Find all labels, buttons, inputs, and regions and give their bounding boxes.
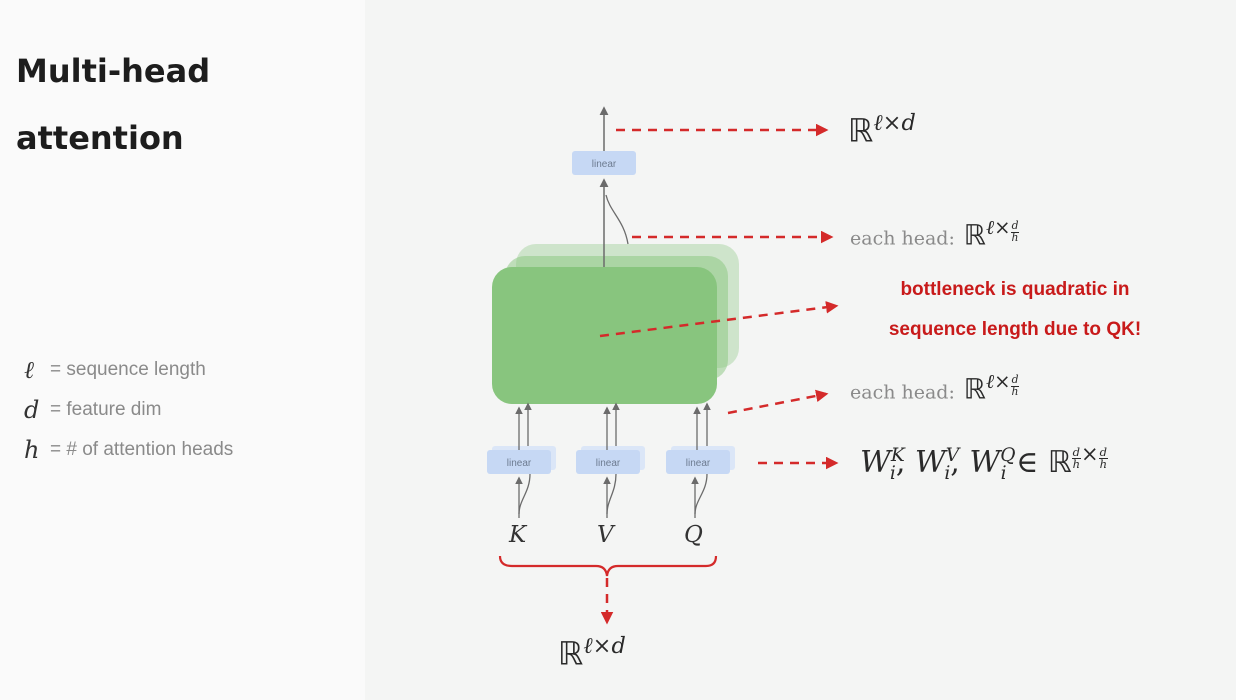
legend-symbol: d [24, 396, 40, 424]
legend-item-ell: ℓ = sequence length [24, 350, 233, 390]
legend-text: = feature dim [50, 399, 162, 420]
legend-item-h: h = # of attention heads [24, 430, 233, 470]
notation-legend: ℓ = sequence length d = feature dim h = … [24, 350, 233, 470]
bottleneck-line-1: bottleneck is quadratic in [900, 279, 1130, 300]
bottleneck-note: bottleneck is quadratic in sequence leng… [860, 270, 1170, 350]
output-dim-formula: ℝℓ×d [848, 110, 916, 150]
title-line-1: Multi-head [16, 52, 211, 90]
linear-v-label: linear [596, 458, 621, 469]
left-panel [0, 0, 365, 700]
legend-text: = # of attention heads [50, 439, 234, 460]
arrow-to-bottleneck-note [599, 301, 839, 338]
arrows-inputs-to-linear [515, 473, 708, 518]
linear-q-label: linear [686, 458, 711, 469]
input-label-v: V [597, 522, 614, 548]
linear-box-k: linear [487, 446, 556, 474]
output-linear-box [572, 151, 636, 175]
arrow-to-head-input-dim [727, 389, 829, 415]
linear-box-v: linear [576, 446, 645, 474]
red-dashed-arrows [599, 123, 839, 625]
slide-title: Multi-head attention [16, 38, 210, 172]
arrows-linear-to-block [515, 402, 711, 450]
linear-box-q: linear [666, 446, 735, 474]
input-label-k: K [509, 522, 527, 548]
input-brace [498, 555, 718, 577]
input-dim-formula: ℝℓ×d [558, 633, 626, 673]
legend-symbol: h [24, 436, 40, 464]
bottleneck-line-2: sequence length due to QK! [888, 319, 1142, 340]
legend-item-d: d = feature dim [24, 390, 233, 430]
legend-symbol: ℓ [24, 355, 34, 384]
input-label-q: Q [684, 522, 703, 548]
each-head-label: each head: [850, 381, 955, 404]
linear-k-label: linear [507, 458, 532, 469]
each-head-label: each head: [850, 227, 955, 250]
legend-text: = sequence length [50, 359, 206, 380]
output-linear-label: linear [592, 159, 617, 170]
concat-curve [605, 194, 629, 245]
title-line-2: attention [16, 119, 184, 157]
